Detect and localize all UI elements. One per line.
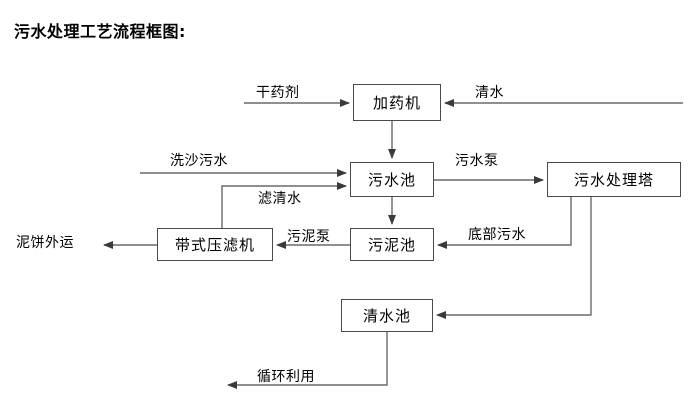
- edge-label-sludge-pump: 污泥泵: [287, 229, 331, 245]
- edge-label-clean-water: 清水: [475, 85, 504, 101]
- edge-filtered-clear-water-to-sewage-pool: [221, 182, 347, 228]
- node-sewage-pool[interactable]: 污水池: [350, 162, 434, 197]
- edge-label-filtered-clear-water: 滤清水: [258, 191, 302, 207]
- page-title: 污水处理工艺流程框图:: [14, 22, 186, 41]
- node-treatment-tower[interactable]: 污水处理塔: [547, 162, 681, 197]
- edge-treatment-tower-to-clear-water-pool: [436, 197, 592, 319]
- edge-label-sewage-pump: 污水泵: [455, 153, 499, 169]
- node-belt-filter-press[interactable]: 带式压滤机: [157, 228, 273, 261]
- edge-label-sand-wash-sewage: 洗沙污水: [170, 153, 228, 169]
- node-dosing-machine[interactable]: 加药机: [353, 84, 441, 121]
- edge-bottom-sewage-to-sludge-pool: [437, 197, 572, 249]
- node-sludge-pool[interactable]: 污泥池: [350, 228, 434, 261]
- edge-label-bottom-sewage: 底部污水: [468, 227, 526, 243]
- node-clear-water-pool[interactable]: 清水池: [341, 299, 433, 332]
- terminal-label-mud-cake-out: 泥饼外运: [16, 235, 74, 251]
- edge-recycle-reuse-outflow: [227, 332, 388, 389]
- edge-label-recycle-reuse: 循环利用: [257, 369, 315, 385]
- edge-label-dry-chemical: 干药剂: [256, 85, 300, 101]
